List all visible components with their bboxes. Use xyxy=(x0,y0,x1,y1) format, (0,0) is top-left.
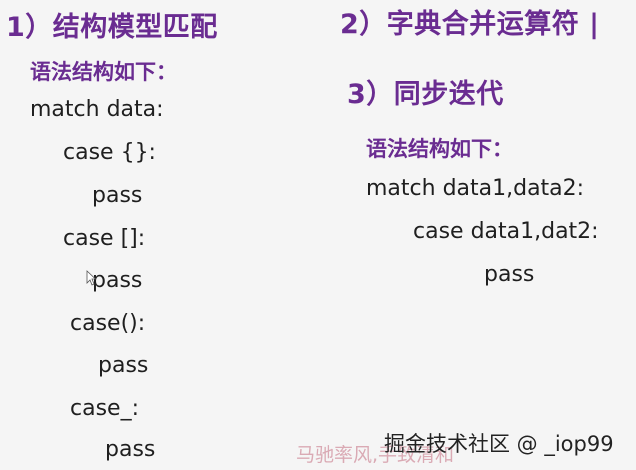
code-line-pass: pass xyxy=(92,183,143,208)
syntax-subtitle-left: 语法结构如下： xyxy=(30,60,177,84)
code-line-pass: pass xyxy=(105,437,156,462)
code-line-pass: pass xyxy=(484,262,535,287)
mouse-pointer-icon xyxy=(86,270,96,286)
code-line-match-multi: match data1,data2: xyxy=(366,176,585,201)
watermark-right: 掘金技术社区 @ _iop99 xyxy=(384,432,614,456)
section-title-3: 3）同步迭代 xyxy=(347,79,504,110)
section-title-2: 2）字典合并运算符 | xyxy=(340,9,600,40)
code-line-case-wildcard: case_: xyxy=(70,396,139,421)
code-line-pass: pass xyxy=(92,268,143,293)
section-title-1: 1）结构模型匹配 xyxy=(6,12,218,43)
code-line-case-dict: case {}: xyxy=(63,140,156,165)
syntax-subtitle-right: 语法结构如下： xyxy=(366,137,513,161)
code-line-case-multi: case data1,dat2: xyxy=(413,219,599,244)
code-line-case-list: case []: xyxy=(63,226,146,251)
watermark-left: 马驰率风,手致清和 xyxy=(296,444,455,466)
code-line-pass: pass xyxy=(98,353,149,378)
code-line-case-tuple: case(): xyxy=(70,311,146,336)
code-line-match: match data: xyxy=(30,97,164,122)
